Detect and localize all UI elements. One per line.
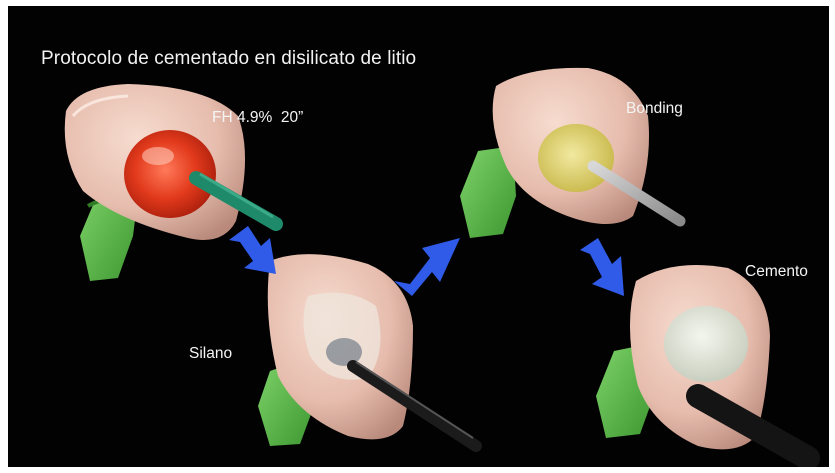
step-bonding-photo xyxy=(460,67,686,238)
resin-cement xyxy=(664,306,748,382)
step-label-bonding: Bonding xyxy=(626,100,683,117)
step-silane-photo xyxy=(258,254,482,452)
cementation-photo-composite xyxy=(64,67,820,467)
step-label-silane: Silano xyxy=(189,345,233,362)
green-model-3 xyxy=(460,146,516,238)
silane-brush xyxy=(347,360,482,452)
step-arrow-icon xyxy=(394,238,460,296)
step-label-cement: Cemento xyxy=(745,263,808,280)
slide-title: Protocolo de cementado en disilicato de … xyxy=(41,48,417,69)
bonding-brush xyxy=(587,160,686,227)
silane-application xyxy=(326,338,362,366)
step-arrow-icon xyxy=(580,238,624,296)
slide-canvas: Protocolo de cementado en disilicato de … xyxy=(8,6,829,467)
bonding-agent xyxy=(538,124,614,192)
step-etching-photo xyxy=(64,84,283,281)
cement-dispenser xyxy=(686,384,820,467)
etching-syringe-tip xyxy=(189,171,283,231)
step-arrow-icon xyxy=(229,226,624,296)
step-cement-photo xyxy=(596,264,820,467)
step-label-etching: FH 4.9% 20” xyxy=(212,109,304,126)
step-arrow-icon xyxy=(229,226,276,274)
